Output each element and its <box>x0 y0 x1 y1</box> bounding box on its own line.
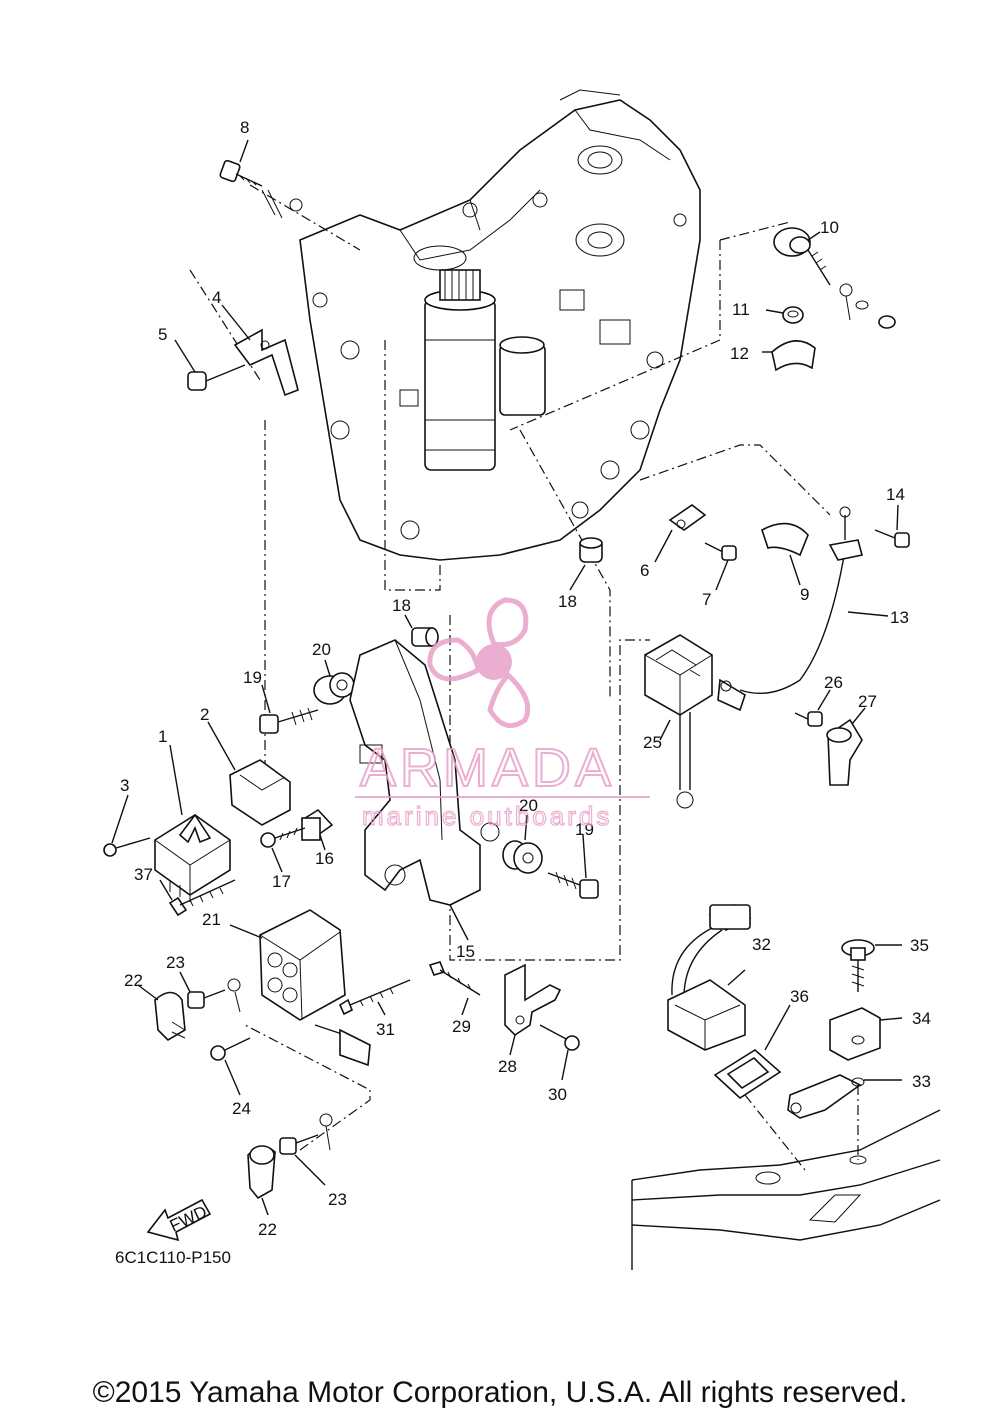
gasket-36 <box>713 1004 806 1171</box>
bracket-15 <box>349 639 500 941</box>
grommet-11 <box>765 306 804 324</box>
callout-36: 36 <box>790 987 809 1006</box>
fitting-10 <box>773 227 896 329</box>
bracket-4 <box>221 304 299 397</box>
watermark-brand: ARMADA <box>360 738 615 798</box>
callout-15: 15 <box>456 942 475 961</box>
callout-20-right: 20 <box>519 796 538 815</box>
cable-13 <box>717 506 889 712</box>
tie-29 <box>428 961 481 1016</box>
callout-23-lower: 23 <box>328 1190 347 1209</box>
bracket-28 <box>504 963 562 1056</box>
clip-9 <box>761 522 809 586</box>
relay-1 <box>154 744 231 902</box>
callout-33: 33 <box>912 1072 931 1091</box>
callout-25: 25 <box>643 733 662 752</box>
cover-2 <box>207 721 291 826</box>
parts-diagram: FWD 1 2 3 4 5 6 7 8 9 10 11 12 13 14 15 … <box>103 89 941 1270</box>
callout-4: 4 <box>212 288 221 307</box>
figure-code: 6C1C110-P150 <box>115 1248 231 1267</box>
copyright-footer: ©2015 Yamaha Motor Corporation, U.S.A. A… <box>92 1376 908 1409</box>
bolt-8 <box>219 139 263 187</box>
bolt-5 <box>174 339 246 391</box>
collar-18-right <box>569 537 603 591</box>
bracket-6 <box>654 504 707 563</box>
callout-20-left: 20 <box>312 640 331 659</box>
callout-16: 16 <box>315 849 334 868</box>
callout-34: 34 <box>912 1009 931 1028</box>
bolt-19-right <box>547 834 599 899</box>
callout-17: 17 <box>272 872 291 891</box>
cap-22-upper <box>137 984 186 1042</box>
callout-9: 9 <box>800 585 809 604</box>
bolt-14 <box>874 504 910 548</box>
callout-22-upper: 22 <box>124 971 143 990</box>
callout-numbers: 1 2 3 4 5 6 7 8 9 10 11 12 13 14 15 16 1… <box>115 118 931 1267</box>
callout-27: 27 <box>858 692 877 711</box>
relay-25 <box>644 634 713 809</box>
bolt-7 <box>704 542 737 591</box>
callout-35: 35 <box>910 936 929 955</box>
bolt-35 <box>841 939 902 992</box>
callout-29: 29 <box>452 1017 471 1036</box>
callout-30: 30 <box>548 1085 567 1104</box>
connector-32 <box>667 904 752 1051</box>
callout-32: 32 <box>752 935 771 954</box>
callout-37: 37 <box>134 865 153 884</box>
watermark-tagline: marine outboards <box>362 801 612 831</box>
callout-7: 7 <box>702 590 711 609</box>
callout-23-upper: 23 <box>166 953 185 972</box>
bolt-23-lower <box>244 1024 371 1186</box>
collar-18-left <box>404 614 439 647</box>
callout-10: 10 <box>820 218 839 237</box>
engine-block <box>299 89 701 561</box>
callout-5: 5 <box>158 325 167 344</box>
tie-31 <box>338 979 411 1016</box>
callout-1: 1 <box>158 727 167 746</box>
plate-33 <box>787 1074 902 1160</box>
propeller-logo-icon <box>427 597 531 729</box>
watermark: ARMADA marine outboards <box>355 597 650 832</box>
callout-22-lower: 22 <box>258 1220 277 1239</box>
callout-24: 24 <box>232 1099 251 1118</box>
callout-19-left: 19 <box>243 668 262 687</box>
clip-34 <box>829 1007 903 1061</box>
callout-18-left: 18 <box>392 596 411 615</box>
callout-26: 26 <box>824 673 843 692</box>
callout-31: 31 <box>376 1020 395 1039</box>
clip-16 <box>300 808 334 851</box>
lower-cowling <box>631 1109 941 1270</box>
callout-28: 28 <box>498 1057 517 1076</box>
projection-lines <box>189 184 831 961</box>
callout-18-right: 18 <box>558 592 577 611</box>
callout-13: 13 <box>890 608 909 627</box>
grommet-20-left <box>313 659 355 705</box>
unit-21 <box>229 909 371 1067</box>
screw-17 <box>260 827 306 873</box>
callout-3: 3 <box>120 776 129 795</box>
callout-2: 2 <box>200 705 209 724</box>
fwd-arrow-icon: FWD <box>146 1198 212 1242</box>
callout-19-right: 19 <box>575 820 594 839</box>
screw-3 <box>103 794 151 857</box>
callout-11: 11 <box>732 300 750 319</box>
tie-37 <box>159 879 236 917</box>
screw-30 <box>539 1024 580 1081</box>
cap-27 <box>826 707 866 786</box>
cap-22-lower <box>247 1145 276 1216</box>
bolt-19-left <box>259 684 319 734</box>
grommet-20-right <box>502 814 543 874</box>
clamp-12 <box>762 340 816 372</box>
bolt-23-upper <box>179 971 241 1013</box>
callout-8: 8 <box>240 118 249 137</box>
callout-21: 21 <box>202 910 221 929</box>
callout-12: 12 <box>730 344 749 363</box>
bolt-26 <box>794 689 831 727</box>
callout-6: 6 <box>640 561 649 580</box>
screw-24 <box>210 1037 251 1096</box>
callout-14: 14 <box>886 485 905 504</box>
